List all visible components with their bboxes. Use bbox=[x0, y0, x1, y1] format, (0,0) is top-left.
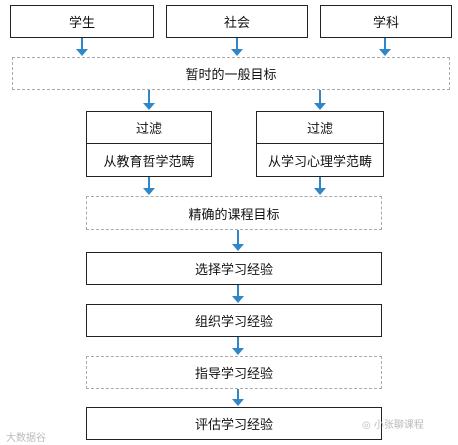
source-student-box: 学生 bbox=[10, 5, 154, 38]
arrow-society-to-goals bbox=[231, 38, 243, 56]
filter-philosophy-box: 过滤 从教育哲学范畴 bbox=[86, 111, 212, 177]
filter-philosophy-domain: 从教育哲学范畴 bbox=[103, 154, 195, 170]
arrow-subject-to-goals bbox=[379, 38, 391, 56]
watermark-right-text: 小张聊课程 bbox=[373, 420, 424, 431]
arrow-goals-to-filter-psychology bbox=[314, 90, 326, 110]
source-subject-label: 学科 bbox=[372, 16, 399, 31]
source-subject-box: 学科 bbox=[320, 5, 452, 38]
arrow-group bbox=[76, 38, 391, 406]
arrow-filter-philosophy-to-precise bbox=[143, 177, 155, 195]
wechat-icon: ◎ bbox=[362, 420, 371, 431]
filter-psychology-title: 过滤 bbox=[257, 112, 383, 144]
arrow-precise-to-select bbox=[232, 230, 244, 251]
source-society-label: 社会 bbox=[223, 16, 250, 31]
source-society-box: 社会 bbox=[166, 5, 308, 38]
temporary-goals-box: 暂时的一般目标 bbox=[12, 57, 450, 90]
step-guide-box: 指导学习经验 bbox=[86, 356, 382, 389]
step-organize-box: 组织学习经验 bbox=[86, 304, 382, 337]
arrow-student-to-goals bbox=[76, 38, 88, 56]
arrow-select-to-organize bbox=[232, 285, 244, 303]
watermark-left: 大数据谷 bbox=[6, 433, 46, 444]
arrow-filter-psychology-to-precise bbox=[314, 177, 326, 195]
step-organize-label: 组织学习经验 bbox=[194, 315, 273, 330]
arrow-organize-to-guide bbox=[232, 337, 244, 355]
arrow-guide-to-evaluate bbox=[232, 389, 244, 406]
precise-goals-box: 精确的课程目标 bbox=[86, 196, 382, 230]
step-guide-label: 指导学习经验 bbox=[194, 367, 273, 382]
temporary-goals-label: 暂时的一般目标 bbox=[185, 68, 277, 83]
filter-psychology-domain: 从学习心理学范畴 bbox=[267, 154, 372, 170]
filter-psychology-box: 过滤 从学习心理学范畴 bbox=[256, 111, 384, 177]
step-select-box: 选择学习经验 bbox=[86, 252, 382, 285]
watermark-right: ◎ 小张聊课程 bbox=[362, 416, 424, 431]
source-student-label: 学生 bbox=[68, 16, 95, 31]
step-evaluate-label: 评估学习经验 bbox=[194, 418, 273, 433]
arrow-goals-to-filter-philosophy bbox=[143, 90, 155, 110]
filter-philosophy-title: 过滤 bbox=[87, 112, 211, 144]
step-select-label: 选择学习经验 bbox=[194, 263, 273, 278]
precise-goals-label: 精确的课程目标 bbox=[188, 207, 280, 223]
step-evaluate-box: 评估学习经验 bbox=[86, 407, 382, 440]
